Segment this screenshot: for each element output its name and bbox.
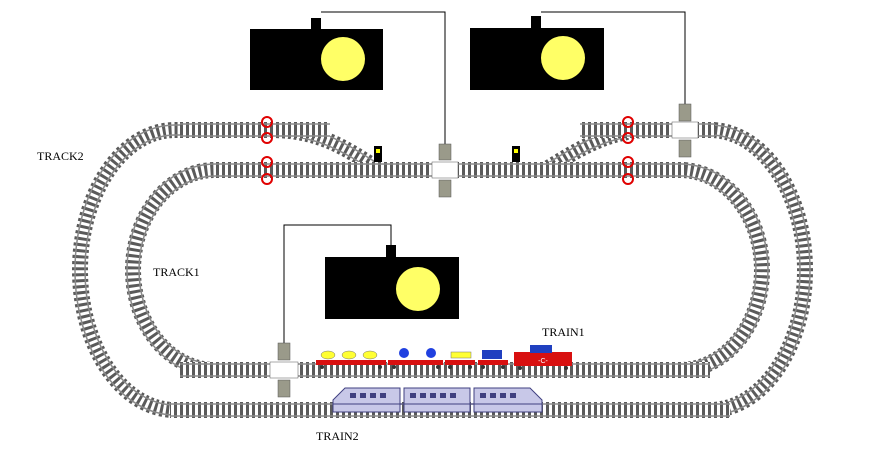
signal-left	[374, 146, 382, 162]
signal-light-icon	[512, 146, 520, 162]
train1: -C-	[316, 345, 572, 370]
sensor-ring-icon	[261, 116, 273, 128]
sensor-ring-icon	[622, 132, 634, 144]
level-crossing-gate-bottom	[269, 342, 299, 398]
sensor-ring-icon	[622, 173, 634, 185]
track1-label: TRACK1	[153, 265, 200, 279]
level-crossing-gate-top	[431, 143, 459, 198]
train2	[332, 387, 543, 413]
signal-right	[512, 146, 520, 162]
lens-icon	[321, 37, 365, 81]
level-crossing-gate-right	[671, 103, 699, 158]
sensor-ring-icon	[261, 156, 273, 168]
sensor-ring-icon	[622, 156, 634, 168]
track2-label: TRACK2	[37, 149, 84, 163]
camera-left	[250, 11, 446, 148]
lens-icon	[396, 267, 440, 311]
sensor-ring-icon	[622, 116, 634, 128]
lens-icon	[541, 36, 585, 80]
signal-light-icon	[374, 146, 382, 162]
sensor-ring-icon	[261, 173, 273, 185]
sensors	[261, 116, 634, 185]
camera-center	[283, 224, 459, 345]
loco-mark: -C-	[538, 358, 548, 365]
train1-label: TRAIN1	[542, 325, 585, 339]
train2-label: TRAIN2	[316, 429, 359, 443]
camera-right	[470, 11, 686, 104]
sensor-ring-icon	[261, 132, 273, 144]
